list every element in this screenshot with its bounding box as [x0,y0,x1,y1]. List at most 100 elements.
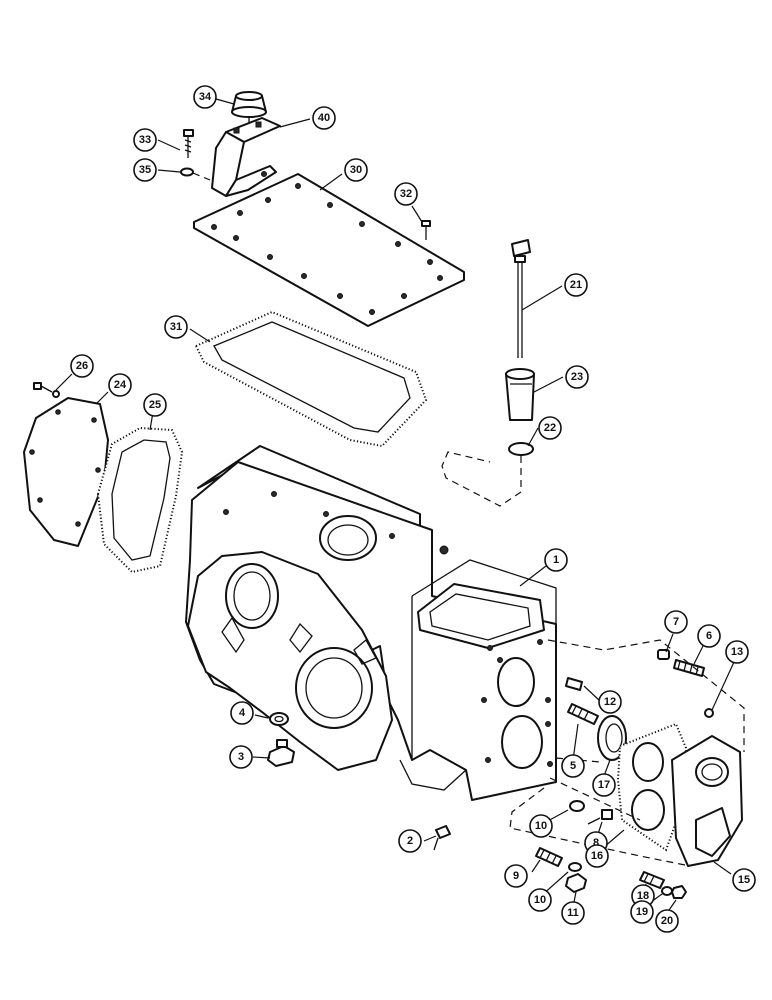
callout-circle [664,610,688,634]
callout-label: 16 [591,850,603,862]
callout-10b: 10 [528,888,552,912]
callout-label: 26 [76,360,88,372]
callout-circle [538,416,562,440]
callout-circle [504,864,528,888]
callout-label: 17 [598,779,610,791]
callout-22: 22 [538,416,562,440]
callout-circle [108,373,132,397]
part-plug-3 [267,739,295,767]
callout-10a: 10 [529,814,553,838]
part-bolt-8 [587,809,613,825]
callout-label: 2 [407,835,413,847]
callout-circle [544,548,568,572]
callout-32: 32 [394,182,418,206]
callout-21: 21 [564,273,588,297]
callout-34: 34 [193,85,217,109]
part-stud-5 [567,703,599,725]
part-nut-7 [657,649,670,660]
part-transmission-housing [185,445,557,801]
part-washer-13 [704,708,714,718]
callout-label: 31 [170,321,182,333]
part-seal-ring [508,442,534,456]
part-screw-32 [421,220,431,240]
callout-label: 18 [637,890,649,902]
callout-19: 19 [630,900,654,924]
callout-label: 30 [350,164,362,176]
callout-circle [564,273,588,297]
callout-circle [561,754,585,778]
part-filler-tube [505,368,535,421]
callout-9: 9 [504,864,528,888]
callout-label: 23 [571,371,583,383]
callout-circle [598,690,622,714]
callout-circle [565,365,589,389]
callout-label: 35 [139,164,151,176]
part-front-cover [671,735,743,867]
callout-circle [585,844,609,868]
callout-circle [592,773,616,797]
callout-33: 33 [133,128,157,152]
callout-circle [344,158,368,182]
callout-24: 24 [108,373,132,397]
callout-circle [133,128,157,152]
callout-5: 5 [561,754,585,778]
part-oil-seal [597,715,627,761]
part-washer-35 [180,167,194,177]
part-bracket [211,117,281,197]
callout-3: 3 [229,745,253,769]
part-fitting-2 [433,825,451,851]
callout-label: 13 [731,646,743,658]
part-pin-12 [565,677,583,691]
callout-circle [697,624,721,648]
callout-25: 25 [143,393,167,417]
callout-circle [630,900,654,924]
callout-circle [725,640,749,664]
part-stud-6 [673,659,705,677]
part-cover-plate [193,173,465,327]
callout-15: 15 [732,868,756,892]
part-nut-11 [565,873,587,893]
callout-circle [655,909,679,933]
callout-20: 20 [655,909,679,933]
callout-30: 30 [344,158,368,182]
callout-label: 11 [567,907,579,919]
callout-label: 21 [570,279,582,291]
callout-label: 20 [661,915,673,927]
callout-12: 12 [598,690,622,714]
callout-31: 31 [164,315,188,339]
part-stud-18 [639,871,665,889]
callout-circle [229,745,253,769]
callout-label: 1 [553,554,559,566]
callout-label: 22 [544,422,556,434]
callout-7: 7 [664,610,688,634]
callout-label: 7 [673,616,679,628]
callout-label: 40 [318,112,330,124]
part-breather-cap [231,91,267,125]
callout-circle [143,393,167,417]
callout-6: 6 [697,624,721,648]
callout-label: 4 [239,707,246,719]
callout-circle [394,182,418,206]
callout-circle [561,901,585,925]
part-washer-4 [269,712,289,726]
callout-circle [732,868,756,892]
callout-circle [133,158,157,182]
part-bolt-33 [183,129,194,158]
callout-label: 6 [706,630,712,642]
callout-label: 5 [570,760,576,772]
callout-label: 12 [604,696,616,708]
part-nut-10b [568,862,582,872]
callout-4: 4 [230,701,254,725]
callout-label: 19 [636,906,648,918]
callout-label: 32 [400,188,412,200]
callout-circle [193,85,217,109]
part-screw-26 [33,382,60,398]
part-dipstick [511,239,531,358]
callout-label: 9 [513,870,519,882]
callout-40: 40 [312,106,336,130]
callout-2: 2 [398,829,422,853]
callout-circle [230,701,254,725]
callout-13: 13 [725,640,749,664]
